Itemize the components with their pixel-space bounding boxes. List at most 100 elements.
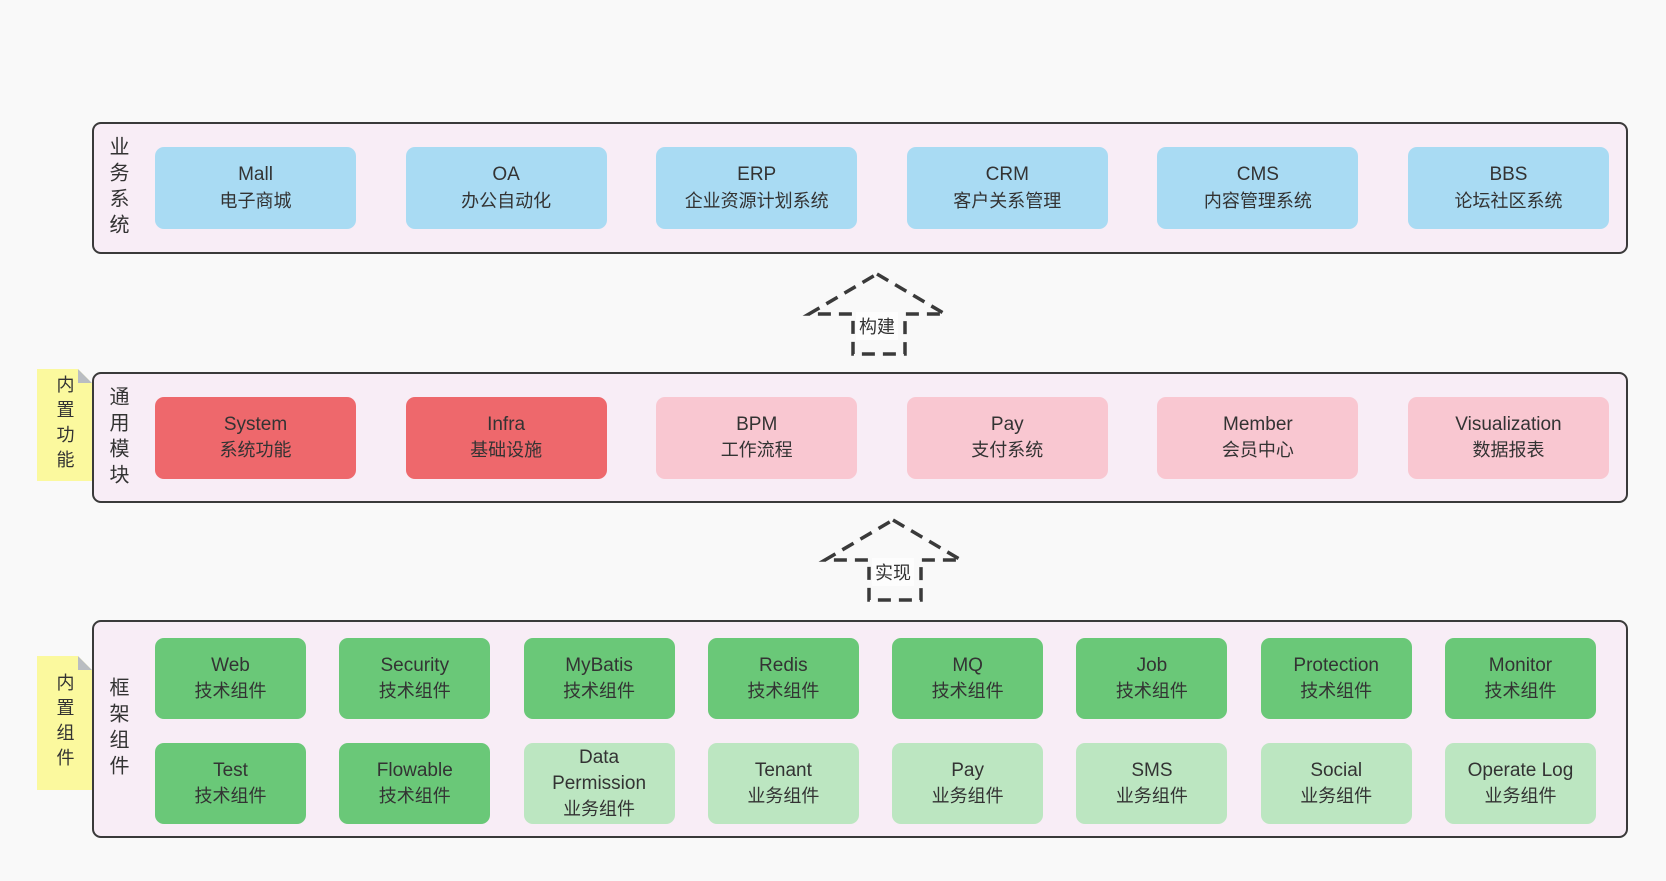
box-title: System bbox=[223, 413, 288, 435]
box-bpm: BPM 工作流程 bbox=[656, 396, 858, 479]
box-subtitle: 技术组件 bbox=[1115, 681, 1188, 702]
box-title: BPM bbox=[736, 413, 778, 435]
box-mall: Mall 电子商城 bbox=[155, 147, 356, 229]
box-subtitle: 业务组件 bbox=[931, 786, 1004, 807]
sticky-note-builtin-components: 内置组件 bbox=[37, 656, 92, 790]
box-sms: SMS 业务组件 bbox=[1076, 743, 1228, 824]
box-subtitle: 业务组件 bbox=[1484, 786, 1557, 807]
components-row-2: Test 技术组件 Flowable 技术组件 Data Permission … bbox=[155, 743, 1596, 824]
box-protection: Protection 技术组件 bbox=[1260, 638, 1412, 719]
box-member: Member 会员中心 bbox=[1157, 396, 1359, 479]
dashed-up-arrow-build: 构建 bbox=[802, 271, 952, 356]
band-framework-components: 框架组件 Web 技术组件 Security 技术组件 MyBatis 技术组件… bbox=[92, 620, 1628, 838]
box-title: OA bbox=[492, 164, 520, 186]
band-common-modules: 通用模块 System 系统功能 Infra 基础设施 BPM 工作流程 Pay… bbox=[92, 372, 1628, 503]
box-security: Security 技术组件 bbox=[339, 638, 491, 719]
block-arrow-up-icon bbox=[802, 271, 952, 356]
box-title: Test bbox=[213, 759, 248, 781]
framework-components-rows: Web 技术组件 Security 技术组件 MyBatis 技术组件 Redi… bbox=[155, 638, 1596, 824]
box-cms: CMS 内容管理系统 bbox=[1157, 147, 1359, 229]
box-subtitle: 客户关系管理 bbox=[953, 190, 1062, 211]
dashed-up-arrow-implement: 实现 bbox=[818, 517, 968, 602]
box-title: Job bbox=[1136, 654, 1168, 676]
band-business-systems: 业务系统 Mall 电子商城 OA 办公自动化 ERP 企业资源计划系统 CRM… bbox=[92, 122, 1628, 254]
box-web: Web 技术组件 bbox=[155, 638, 306, 719]
box-title: Flowable bbox=[376, 759, 453, 781]
box-title: Monitor bbox=[1488, 654, 1553, 676]
box-mybatis: MyBatis 技术组件 bbox=[523, 638, 675, 719]
arrow-label-build: 构建 bbox=[856, 312, 898, 340]
box-title: MyBatis bbox=[565, 654, 633, 676]
box-job: Job 技术组件 bbox=[1076, 638, 1228, 719]
box-subtitle: 办公自动化 bbox=[461, 190, 552, 211]
band-label-common-modules: 通用模块 bbox=[106, 385, 128, 490]
box-subtitle: 会员中心 bbox=[1221, 440, 1294, 461]
box-title: Pay bbox=[951, 759, 984, 781]
box-subtitle: 论坛社区系统 bbox=[1454, 190, 1563, 211]
box-flowable: Flowable 技术组件 bbox=[339, 743, 491, 824]
box-subtitle: 内容管理系统 bbox=[1203, 190, 1312, 211]
box-social: Social 业务组件 bbox=[1260, 743, 1412, 824]
box-subtitle: 技术组件 bbox=[1300, 681, 1373, 702]
box-title: Security bbox=[380, 654, 450, 676]
box-operate-log: Operate Log 业务组件 bbox=[1444, 743, 1596, 824]
box-title: CMS bbox=[1236, 164, 1279, 186]
box-visualization: Visualization 数据报表 bbox=[1407, 396, 1609, 479]
box-subtitle: 系统功能 bbox=[219, 440, 292, 461]
box-title: Operate Log bbox=[1467, 759, 1574, 781]
band-label-framework-components: 框架组件 bbox=[106, 677, 128, 781]
folded-corner-icon bbox=[78, 369, 92, 383]
common-modules-boxes: System 系统功能 Infra 基础设施 BPM 工作流程 Pay 支付系统… bbox=[155, 374, 1609, 501]
box-mq: MQ 技术组件 bbox=[892, 638, 1044, 719]
box-title: Tenant bbox=[754, 759, 812, 781]
components-row-1: Web 技术组件 Security 技术组件 MyBatis 技术组件 Redi… bbox=[155, 638, 1596, 719]
box-subtitle: 基础设施 bbox=[470, 440, 543, 461]
band-label-business-systems: 业务系统 bbox=[106, 136, 128, 240]
business-systems-boxes: Mall 电子商城 OA 办公自动化 ERP 企业资源计划系统 CRM 客户关系… bbox=[155, 124, 1609, 252]
block-arrow-up-icon bbox=[818, 517, 968, 602]
box-tenant: Tenant 业务组件 bbox=[707, 743, 859, 824]
box-title: Data Permission bbox=[552, 746, 647, 795]
box-subtitle: 支付系统 bbox=[971, 440, 1044, 461]
box-title: Pay bbox=[990, 413, 1024, 435]
box-title: Social bbox=[1310, 759, 1363, 781]
box-title: Web bbox=[211, 654, 250, 676]
box-pay: Pay 支付系统 bbox=[906, 396, 1108, 479]
box-title: Redis bbox=[759, 654, 808, 676]
sticky-note-builtin-features: 内置功能 bbox=[37, 369, 92, 481]
box-oa: OA 办公自动化 bbox=[405, 147, 607, 229]
box-system: System 系统功能 bbox=[155, 396, 356, 479]
box-subtitle: 电子商城 bbox=[219, 190, 292, 211]
box-subtitle: 工作流程 bbox=[720, 440, 793, 461]
box-title: Protection bbox=[1293, 654, 1379, 676]
box-title: CRM bbox=[985, 164, 1029, 186]
box-subtitle: 技术组件 bbox=[194, 786, 267, 807]
box-title: ERP bbox=[737, 164, 777, 186]
box-title: Mall bbox=[238, 164, 273, 186]
box-bbs: BBS 论坛社区系统 bbox=[1407, 147, 1609, 229]
box-subtitle: 技术组件 bbox=[378, 786, 451, 807]
box-monitor: Monitor 技术组件 bbox=[1444, 638, 1596, 719]
box-redis: Redis 技术组件 bbox=[707, 638, 859, 719]
box-title: SMS bbox=[1131, 759, 1173, 781]
box-subtitle: 业务组件 bbox=[1115, 786, 1188, 807]
box-title: Infra bbox=[487, 413, 526, 435]
box-subtitle: 技术组件 bbox=[747, 681, 820, 702]
box-title: MQ bbox=[952, 654, 983, 676]
box-subtitle: 技术组件 bbox=[378, 681, 451, 702]
box-subtitle: 技术组件 bbox=[563, 681, 636, 702]
box-subtitle: 技术组件 bbox=[194, 681, 267, 702]
box-title: Visualization bbox=[1455, 413, 1562, 435]
box-test: Test 技术组件 bbox=[155, 743, 306, 824]
box-subtitle: 数据报表 bbox=[1472, 440, 1545, 461]
box-infra: Infra 基础设施 bbox=[405, 396, 607, 479]
folded-corner-icon bbox=[78, 656, 92, 670]
arrow-label-implement: 实现 bbox=[872, 558, 914, 586]
box-data-permission: Data Permission 业务组件 bbox=[523, 743, 675, 824]
box-erp: ERP 企业资源计划系统 bbox=[656, 147, 858, 229]
box-subtitle: 业务组件 bbox=[563, 799, 636, 820]
sticky-label: 内置功能 bbox=[54, 375, 75, 475]
box-pay-business: Pay 业务组件 bbox=[892, 743, 1044, 824]
box-subtitle: 企业资源计划系统 bbox=[684, 190, 829, 211]
